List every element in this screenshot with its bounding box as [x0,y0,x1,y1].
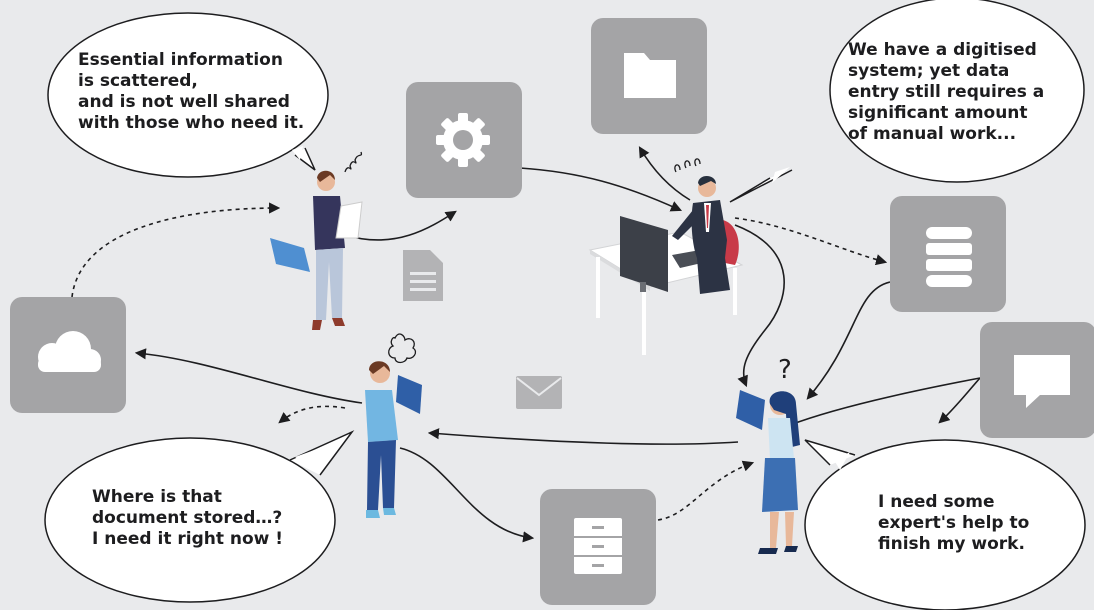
folder-tile [591,18,707,134]
cabinet-icon [574,518,622,574]
chat-icon [1014,355,1070,408]
woman-with-laptop-figure [736,390,800,554]
cloud-icon [38,331,101,372]
bubble-top-right-ellipse [829,0,1085,183]
bubble-bottom-left-text: Where is that document stored…? I need i… [92,487,284,549]
mail-icon [516,376,562,409]
connector-13 [399,447,535,543]
cabinet-tile [540,489,656,605]
stress-marks [674,158,701,173]
question-mark: ? [778,355,792,385]
chat-tile [980,322,1094,438]
database-tile [890,196,1006,312]
connector-1 [519,167,683,212]
connector-9 [938,377,981,424]
man-with-laptop-figure [365,333,422,518]
bubble-bottom-right-ellipse [804,439,1086,610]
bubble-bottom-right-shape [804,439,856,466]
connector-14 [657,460,755,521]
monitor [620,216,668,292]
connector-11 [134,348,363,404]
gear-icon [436,113,490,167]
man-with-documents-figure [270,151,363,330]
thought-cloud [388,333,417,364]
folder-icon [624,53,676,98]
connector-12 [278,405,346,424]
database-icon [926,227,972,287]
gear-tile [406,82,522,198]
bubble-bottom-left-shape [289,430,355,476]
cloud-tile [10,297,126,413]
connector-7 [734,224,785,388]
connector-3 [71,202,281,298]
document-icon [403,250,443,301]
bubble-top-left-ellipse [47,12,329,178]
speech-bubbles [44,0,1086,610]
bubble-top-right-shape [729,169,793,203]
connector-8 [789,377,981,426]
connector-6 [806,281,891,400]
bubble-bottom-left-ellipse [44,437,336,603]
connector-10 [427,428,739,445]
bubble-bottom-right-text: I need some expert's help to finish my w… [878,492,1030,554]
bubble-top-left-text: Essential information is scattered, and … [78,50,305,133]
office-worker-figure [672,158,730,294]
connectors [71,146,981,543]
connector-4 [638,146,691,201]
squiggle [344,151,363,173]
connector-5 [734,217,888,266]
connector-2 [344,210,457,241]
bubble-top-right-text: We have a digitised system; yet data ent… [848,40,1045,144]
